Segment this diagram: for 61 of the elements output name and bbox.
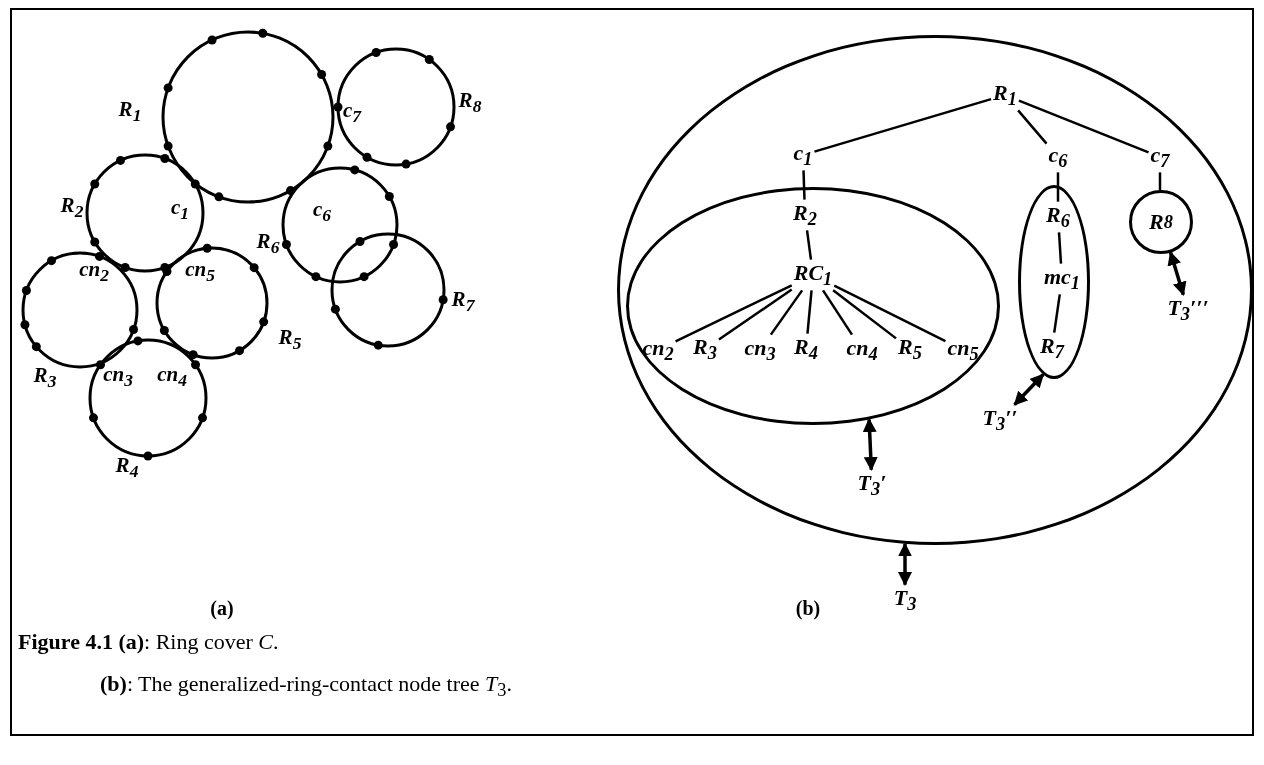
contact-label: cn$_{3}$: [103, 364, 133, 390]
ring-label: R$_{6}$: [256, 231, 280, 257]
tree-node-label: T$_{3}$: [893, 586, 917, 614]
ring-label: R$_{7}$: [451, 289, 475, 315]
tree-edge: [832, 289, 897, 340]
ring-label: R$_{3}$: [33, 365, 57, 391]
ring-label: R$_{4}$: [115, 455, 139, 481]
tree-node-label: R$_{6}$: [1046, 203, 1070, 231]
tree-node-label: R$_{3}$: [693, 335, 717, 363]
tree-node-label: cn$_{5}$: [947, 336, 979, 364]
contact-label: c$_{6}$: [312, 199, 332, 225]
tree-node-label: cn$_{2}$: [642, 336, 674, 364]
tree-edge: [833, 284, 946, 343]
tree-edge: [802, 170, 806, 200]
tree-edge: [1057, 232, 1063, 264]
ring-label: R$_{2}$: [60, 195, 84, 221]
double-arrow: [1167, 251, 1187, 296]
tree-node-label: R$_{7}$: [1040, 334, 1064, 362]
caption-text: Figure 4.1 (a): Ring cover C.: [18, 630, 279, 655]
tree-node-label: R$_{4}$: [794, 335, 818, 363]
tree-edge: [822, 289, 853, 336]
tree-node-label: cn$_{3}$: [744, 336, 776, 364]
double-arrow: [862, 418, 878, 472]
contact-label: c$_{7}$: [342, 100, 362, 126]
tree-edge: [805, 230, 813, 260]
ring-label: R$_{5}$: [278, 327, 302, 353]
tree-edge: [1158, 172, 1162, 190]
contact-label: cn$_{5}$: [185, 259, 215, 285]
ring-label: R$_{8}$: [458, 90, 482, 116]
tree-node-label: R$_{5}$: [898, 335, 922, 363]
tree-edge: [1056, 172, 1060, 202]
tree-edge: [769, 289, 804, 336]
tree-node-label: R$_{1}$: [993, 81, 1017, 109]
ring-label: R$_{1}$: [118, 99, 142, 125]
tree-node-label: mc$_{1}$: [1043, 265, 1081, 293]
contact-label: cn$_{2}$: [79, 259, 109, 285]
tree-node-label: c$_{6}$: [1048, 143, 1068, 171]
tree-node-label: cn$_{4}$: [846, 336, 878, 364]
subtree-ellipse: [617, 35, 1253, 545]
tree-node-label: RC$_{1}$: [793, 261, 833, 289]
double-arrow: [1013, 373, 1045, 406]
tree-edge: [1018, 99, 1149, 154]
tree-node-label: c$_{7}$: [1150, 143, 1170, 171]
double-arrow: [898, 542, 912, 587]
tree-node-label: R$_{2}$: [793, 201, 817, 229]
subtree-ellipse: [1018, 185, 1090, 379]
tree-node-label: T$_{3}$′: [857, 471, 887, 499]
tree-node-label: c$_{1}$: [793, 141, 813, 169]
tree-node-label: T$_{3}$′′′: [1167, 296, 1209, 324]
panel-label: (b): [795, 598, 821, 618]
tree-node-label: T$_{3}$′′: [982, 406, 1018, 434]
panel-label: (a): [210, 598, 234, 618]
tree-edge: [1017, 109, 1048, 145]
tree-edge: [718, 288, 793, 341]
contact-label: cn$_{4}$: [157, 364, 187, 390]
caption-text: (b): The generalized-ring-contact node tree T$_{3}$.: [100, 672, 512, 701]
tree-edge: [806, 290, 813, 334]
tree-edge: [675, 284, 793, 343]
tree-edge: [1053, 294, 1061, 333]
tree-edge: [814, 97, 992, 153]
contact-label: c$_{1}$: [170, 197, 190, 223]
